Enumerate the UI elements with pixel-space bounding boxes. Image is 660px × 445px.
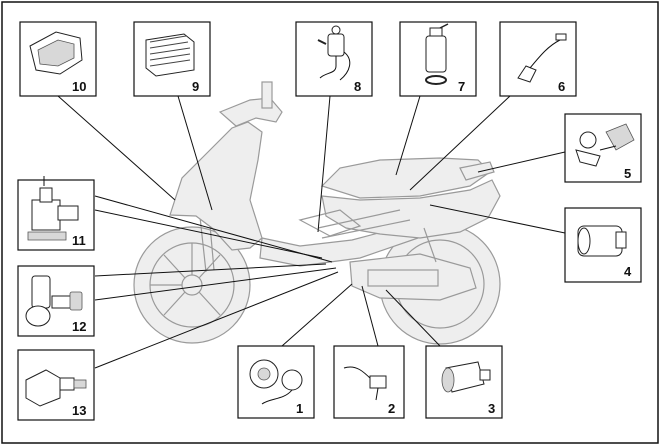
callout-3: 3 — [425, 345, 503, 419]
mirror — [261, 81, 273, 109]
rear-body — [321, 179, 501, 239]
callout-number-6: 6 — [558, 79, 565, 94]
callout-5: 5 — [564, 113, 642, 183]
rear-shock — [423, 227, 437, 263]
bulb-holder-icon — [579, 131, 597, 149]
pickup-sensor-icon — [369, 375, 387, 389]
callout-number-3: 3 — [488, 401, 495, 416]
handlebar — [218, 97, 283, 127]
callout-7: 7 — [399, 21, 477, 97]
callout-4: 4 — [564, 207, 642, 283]
callout-1: 1 — [237, 345, 315, 419]
callout-number-5: 5 — [624, 166, 631, 181]
front-wheel — [133, 226, 251, 344]
callout-6: 6 — [499, 21, 577, 97]
callout-number-2: 2 — [388, 401, 395, 416]
stator-icon — [281, 369, 303, 391]
callout-9: 9 — [133, 21, 211, 97]
callout-2: 2 — [333, 345, 405, 419]
callout-8: 8 — [295, 21, 373, 97]
callout-number-11: 11 — [72, 233, 86, 248]
callout-10: 10 — [19, 21, 97, 97]
taillight — [459, 161, 495, 181]
ignition-switch-icon — [327, 33, 345, 57]
callout-number-7: 7 — [458, 79, 465, 94]
callout-number-9: 9 — [192, 79, 199, 94]
carburettor-icon — [31, 199, 61, 231]
air-temp-sensor-icon — [31, 275, 51, 309]
fuel-pump-icon — [425, 35, 447, 73]
callout-11: 11 — [17, 176, 95, 251]
speed-sensor-icon — [517, 65, 537, 83]
callout-number-8: 8 — [354, 79, 361, 94]
callout-number-4: 4 — [624, 264, 632, 279]
temperature-sensor-icon — [25, 369, 61, 407]
engine-swingarm — [349, 253, 477, 301]
scooter-illustration — [133, 81, 501, 345]
callout-12: 12 — [17, 265, 95, 337]
callout-13: 13 — [17, 349, 95, 421]
leader-lines — [57, 95, 566, 369]
voltage-regulator-icon — [145, 33, 195, 77]
callout-number-1: 1 — [296, 401, 303, 416]
front-shield — [169, 121, 263, 251]
callout-number-12: 12 — [72, 319, 86, 334]
callout-number-13: 13 — [72, 403, 86, 418]
callout-number-10: 10 — [72, 79, 86, 94]
